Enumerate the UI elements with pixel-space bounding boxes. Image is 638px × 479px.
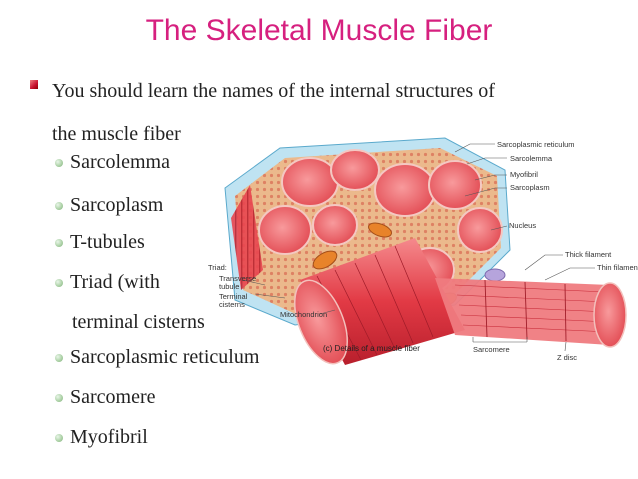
label-sarcoplasmic-reticulum: Sarcoplasmic reticulum bbox=[497, 140, 575, 149]
myofibril-section bbox=[312, 204, 358, 246]
intro-line-2: the muscle fiber bbox=[52, 123, 181, 145]
myofibril-section bbox=[374, 163, 436, 217]
green-dot-bullet-icon bbox=[55, 279, 63, 287]
myofibril-section bbox=[330, 149, 380, 191]
list-item-triad-continuation: terminal cisterns bbox=[72, 311, 205, 333]
list-item-label: Myofibril bbox=[70, 426, 148, 448]
label-myofibril: Myofibril bbox=[510, 170, 538, 179]
myofibril-section bbox=[428, 160, 482, 210]
slide-title: The Skeletal Muscle Fiber bbox=[145, 14, 493, 47]
list-item-label: Sarcoplasm bbox=[70, 194, 164, 216]
label-nucleus: Nucleus bbox=[509, 221, 536, 230]
myofibril-cross-sections bbox=[258, 149, 503, 322]
myofibril-section bbox=[281, 157, 339, 207]
list-item-label: T-tubules bbox=[70, 231, 145, 253]
filament-end-face bbox=[593, 282, 627, 348]
extended-myofibril bbox=[294, 238, 465, 365]
list-item-label: Sarcoplasmic reticulum bbox=[70, 346, 260, 368]
pulled-myofibril-filaments bbox=[435, 278, 627, 348]
green-dot-bullet-icon bbox=[55, 394, 63, 402]
myofibril-section bbox=[258, 205, 312, 255]
list-item-label: Sarcolemma bbox=[70, 151, 170, 173]
label-terminal-cisterns-line1: Terminal bbox=[219, 292, 248, 301]
label-mitochondrion: Mitochondrion bbox=[280, 310, 327, 319]
mitochondrion-shape bbox=[368, 222, 392, 238]
nucleus-shape bbox=[484, 268, 506, 282]
label-terminal-cisterns-line2: cisterns bbox=[219, 300, 245, 309]
label-sarcolemma: Sarcolemma bbox=[510, 154, 553, 163]
list-item-label: Sarcomere bbox=[70, 386, 156, 408]
muscle-fiber-illustration: Sarcoplasmic reticulum Sarcolemma Myofib… bbox=[208, 137, 638, 365]
label-thick-filament: Thick filament bbox=[565, 250, 612, 259]
mitochondrion-shape bbox=[312, 250, 338, 270]
figure-leader-lines bbox=[242, 143, 595, 352]
intro-line-1: You should learn the names of the intern… bbox=[52, 80, 495, 102]
label-transverse-tubule-line1: Transverse bbox=[219, 274, 256, 283]
cut-myofibril-left bbox=[231, 185, 263, 290]
figure-caption: (c) Details of a muscle fiber bbox=[323, 344, 420, 353]
label-z-disc: Z disc bbox=[557, 353, 577, 362]
label-triad: Triad: bbox=[208, 263, 227, 272]
red-square-bullet-icon bbox=[30, 80, 38, 89]
myofibril-section bbox=[457, 207, 503, 253]
label-sarcoplasm: Sarcoplasm bbox=[510, 183, 550, 192]
green-dot-bullet-icon bbox=[55, 239, 63, 247]
green-dot-bullet-icon bbox=[55, 354, 63, 362]
label-thin-filament: Thin filament bbox=[597, 263, 638, 272]
list-item-label: Triad (with bbox=[70, 271, 160, 293]
intro-text: You should learn the names of the intern… bbox=[52, 70, 612, 156]
green-dot-bullet-icon bbox=[55, 434, 63, 442]
label-transverse-tubule-line2: tubule bbox=[219, 282, 239, 291]
myofibril-end-face bbox=[294, 279, 348, 365]
label-sarcomere: Sarcomere bbox=[473, 345, 510, 354]
green-dot-bullet-icon bbox=[55, 159, 63, 167]
green-dot-bullet-icon bbox=[55, 202, 63, 210]
